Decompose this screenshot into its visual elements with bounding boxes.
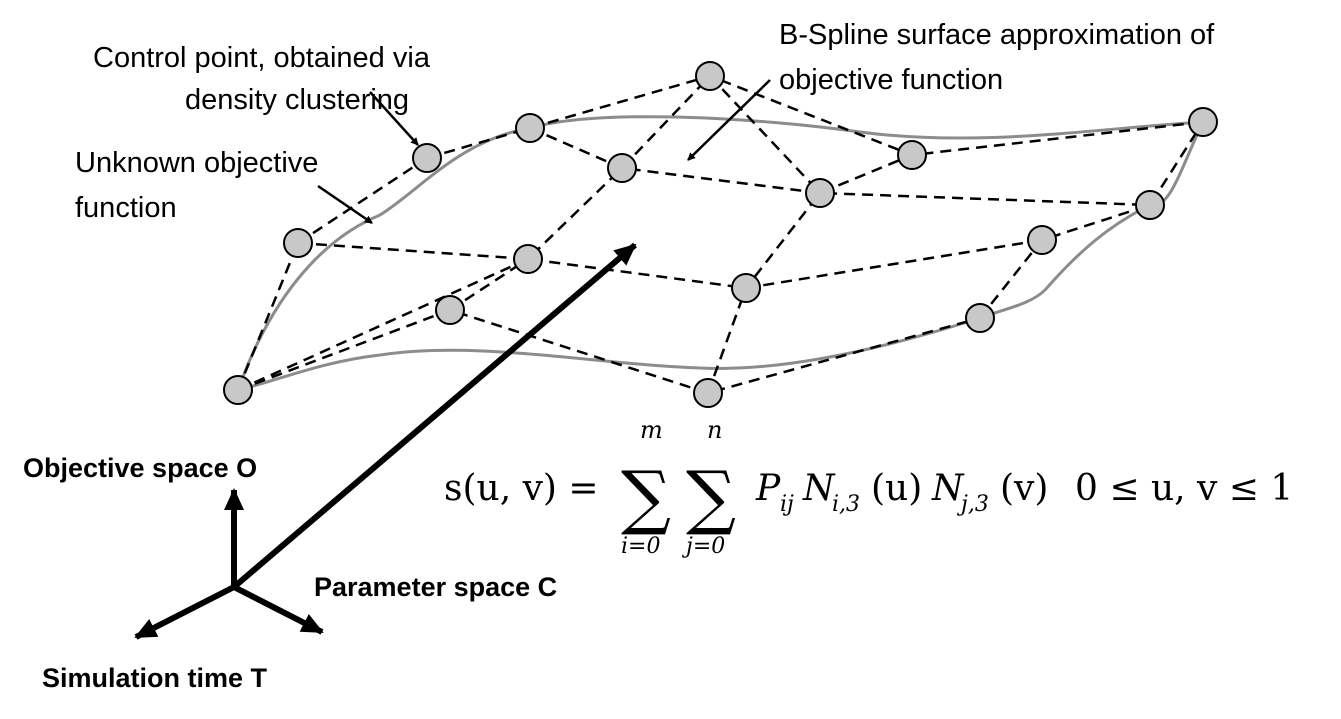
term-n1: N	[802, 468, 836, 509]
bspline-label-line1: B-Spline surface approximation of	[779, 19, 1215, 51]
term-p-subscript: ij	[780, 492, 794, 517]
net-row-2	[297, 156, 428, 245]
net-col-2	[237, 75, 711, 392]
time-axis-arrow	[232, 242, 637, 590]
formula-lhs: s(u, v) =	[444, 468, 599, 509]
surface-outline-left	[236, 126, 531, 391]
net-col-5	[709, 75, 821, 194]
control-point	[965, 303, 995, 333]
bspline-control-net	[236, 74, 1205, 395]
bspline-formula: s(u, v) = ∑ m i=0 ∑ n j=0 P ij N i,3 (u)…	[444, 416, 1293, 559]
control-point	[693, 378, 723, 408]
unknown-objective-surface	[236, 115, 1205, 392]
term-n2: N	[931, 468, 965, 509]
net-col-3	[449, 257, 529, 312]
sum-j-sigma: ∑	[686, 456, 736, 538]
control-point	[412, 143, 442, 173]
control-point	[1027, 225, 1057, 255]
control-point	[1135, 190, 1165, 220]
sum-i-sigma: ∑	[621, 456, 671, 538]
net-col-4	[706, 153, 913, 394]
sum-j-lower: j=0	[681, 534, 725, 559]
control-point-label-line2: density clustering	[185, 84, 409, 116]
control-point	[805, 178, 835, 208]
parameter-axis-arrow	[232, 584, 324, 635]
unknown-function-label-line2: function	[75, 192, 177, 224]
axis-system	[134, 242, 637, 640]
term-n2-subscript: j,3	[956, 492, 989, 517]
control-point	[223, 375, 253, 405]
formula-domain: 0 ≤ u, v ≤ 1	[1075, 468, 1293, 509]
control-point	[731, 273, 761, 303]
control-point	[897, 140, 927, 170]
sum-j-upper: n	[707, 416, 722, 444]
control-point	[515, 113, 545, 143]
term-p: P	[755, 468, 781, 509]
term-n2-argument: (v)	[1000, 468, 1048, 509]
net-row-5	[237, 308, 981, 395]
control-point	[1188, 107, 1218, 137]
annotation-arrows	[317, 79, 771, 225]
sum-i-upper: m	[640, 416, 663, 444]
control-point	[607, 153, 637, 183]
bspline-arrow	[687, 79, 771, 161]
simulation-time-label: Simulation time T	[42, 663, 268, 693]
term-n1-argument: (u)	[871, 468, 922, 509]
unknown-function-arrow	[317, 184, 373, 225]
control-point	[695, 61, 725, 91]
term-n1-subscript: i,3	[832, 492, 860, 517]
simulation-axis-arrow	[134, 584, 236, 640]
surface-outline-right	[979, 121, 1205, 320]
sum-i-lower: i=0	[621, 534, 660, 559]
control-point-label-line1: Control point, obtained via	[93, 42, 431, 74]
surface-outline-bottom	[237, 316, 981, 392]
control-point	[283, 228, 313, 258]
objective-space-label: Objective space O	[23, 453, 257, 483]
control-point	[513, 244, 543, 274]
control-points	[223, 61, 1218, 408]
parameter-space-label: Parameter space C	[314, 572, 557, 602]
bspline-label-line2: objective function	[779, 64, 1003, 96]
net-col-6	[979, 121, 1205, 319]
net-row-4	[297, 238, 1043, 290]
control-point-arrow	[369, 91, 419, 146]
unknown-function-label-line1: Unknown objective	[75, 147, 318, 179]
net-row-3	[529, 126, 1151, 207]
surface-outline-top	[529, 115, 1204, 140]
control-point	[435, 295, 465, 325]
net-col-1	[236, 242, 300, 391]
